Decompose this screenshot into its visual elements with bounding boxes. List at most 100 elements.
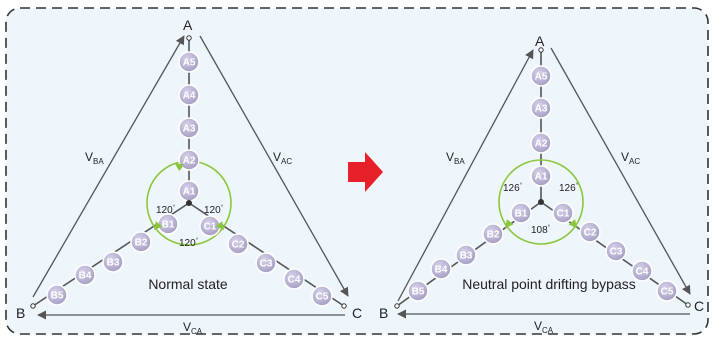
right-vca-label: VCA [534,319,554,335]
right-node-label-b5: B5 [412,287,425,298]
left-node-circle-b2 [130,231,152,253]
right-vba-label: VBA [446,150,465,166]
left-node-label-a3: A3 [183,124,196,135]
right-node-label-a3: A3 [535,104,548,115]
left-node-label-c3: C3 [260,259,273,270]
right-terminal-b [394,303,400,309]
right-node-label-b2: B2 [487,230,500,241]
right-node-circle-a5 [530,65,552,87]
left-vba-arrow [32,35,185,298]
right-node-label-c1: C1 [557,209,570,220]
right-node-c2: C2 [579,221,601,243]
left-ring-arrow-c [215,221,225,231]
right-node-label-c4: C4 [636,267,649,278]
right-ring-arrow-b [504,219,514,229]
left-angle-ac: 120° [204,205,224,216]
right-node-circle-b2 [482,223,504,245]
right-node-b5: B5 [407,280,429,302]
right-node-a2: A2 [530,132,552,154]
left-node-b3: B3 [102,251,124,273]
right-node-circle-b1 [510,202,532,224]
right-angle-bc: 108° [531,225,551,236]
right-ring-arrow-c [568,219,578,229]
left-node-circle-b5 [46,284,68,306]
right-node-label-a1: A1 [535,172,548,183]
left-node-b5: B5 [46,284,68,306]
left-node-c1: C1 [199,215,221,237]
right-node-circle-c3 [605,240,627,262]
left-node-circle-a5 [178,51,200,73]
right-vba-arrow [397,49,534,302]
right-node-a1: A1 [530,165,552,187]
right-node-label-b3: B3 [460,251,473,262]
left-terminal-c [341,303,347,309]
right-terminal-a [538,47,544,53]
right-node-label-c2: C2 [584,228,597,239]
right-terminal-c [685,302,691,308]
left-node-label-a5: A5 [183,58,196,69]
right-node-circle-a1 [530,165,552,187]
left-node-a4: A4 [178,84,200,106]
left-node-circle-c3 [255,252,277,274]
left-vca-label: VCA [183,320,203,336]
left-node-label-c5: C5 [316,292,329,303]
right-angle-ac: 126° [559,183,579,194]
left-node-label-b3: B3 [107,258,120,269]
right-vac-arrow [550,47,691,295]
left-node-circle-a2 [178,149,200,171]
right-node-b4: B4 [430,258,452,280]
left-vba-label: VBA [85,150,104,166]
left-node-label-b1: B1 [162,220,175,231]
left-node-label-a4: A4 [183,91,196,102]
left-node-b4: B4 [74,264,96,286]
left-ring-arrow-b [153,221,163,231]
right-node-label-c5: C5 [661,287,674,298]
left-node-label-b4: B4 [79,271,92,282]
left-node-b1: B1 [157,213,179,235]
left-terminal-a [186,35,192,41]
right-vac-label: VAC [621,150,640,166]
left-node-label-b2: B2 [135,238,148,249]
right-node-circle-b5 [407,280,429,302]
right-node-circle-c4 [631,260,653,282]
left-node-a5: A5 [178,51,200,73]
left-node-label-c1: C1 [204,222,217,233]
right-node-circle-c2 [579,221,601,243]
right-angle-ring [498,159,584,245]
left-vac-arrow [199,35,349,297]
left-angle-ab: 120° [156,205,176,216]
right-node-b3: B3 [455,244,477,266]
right-node-circle-b3 [455,244,477,266]
right-node-circle-a3 [530,97,552,119]
left-node-label-c2: C2 [232,240,245,251]
right-node-a3: A3 [530,97,552,119]
right-neutral-point [538,199,544,205]
right-angle-ab: 126° [503,183,523,194]
right-node-c1: C1 [552,202,574,224]
right-vertex-c-label: C [694,298,704,314]
right-node-c5: C5 [656,280,678,302]
left-node-a3: A3 [178,117,200,139]
left-node-c5: C5 [311,285,333,307]
left-node-b2: B2 [130,231,152,253]
left-node-a2: A2 [178,149,200,171]
right-node-b1: B1 [510,202,532,224]
right-node-circle-b4 [430,258,452,280]
left-node-label-a2: A2 [183,156,196,167]
left-node-circle-b3 [102,251,124,273]
right-node-label-a5: A5 [535,72,548,83]
left-node-c3: C3 [255,252,277,274]
right-node-a5: A5 [530,65,552,87]
left-node-c2: C2 [227,233,249,255]
right-node-label-b1: B1 [515,209,528,220]
left-node-label-a1: A1 [183,187,196,198]
right-node-circle-c5 [656,280,678,302]
left-node-circle-a4 [178,84,200,106]
left-node-label-b5: B5 [51,291,64,302]
left-node-c4: C4 [283,268,305,290]
left-ring-arrow-a [174,163,184,172]
right-arrow-icon [348,152,383,192]
